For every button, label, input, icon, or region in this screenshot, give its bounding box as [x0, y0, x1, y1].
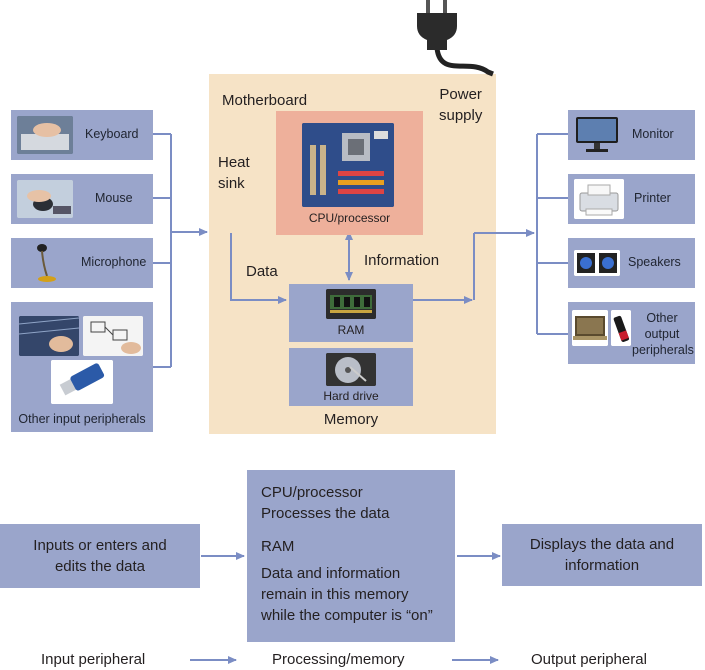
microphone-icon: [33, 242, 57, 284]
usb-drive-icon: [51, 360, 113, 404]
monitor-box: Monitor: [568, 110, 695, 160]
input-flow-box: Inputs or enters and edits the data: [0, 524, 200, 588]
printer-icon: [574, 179, 624, 219]
ram-label: RAM: [337, 323, 365, 337]
processing-cpu-title: CPU/processor: [261, 484, 363, 501]
flash-drive-icon: [611, 310, 631, 346]
keyboard-box: Keyboard: [11, 110, 153, 160]
cpu-box: CPU/processor: [276, 111, 423, 235]
other-output-label: Other output peripherals: [632, 311, 694, 357]
sketch-icon: [83, 316, 143, 356]
legend-output: Output peripheral: [531, 651, 647, 668]
hard-drive-box: Hard drive: [289, 348, 413, 406]
mouse-label: Mouse: [95, 191, 133, 205]
ram-chip-icon: [326, 289, 376, 319]
heat-sink-label: Heat sink: [218, 154, 250, 192]
keyboard-icon: [17, 116, 73, 154]
legend-input: Input peripheral: [41, 651, 146, 668]
data-label: Data: [246, 263, 278, 280]
microphone-box: Microphone: [11, 238, 153, 288]
other-input-label: Other input peripherals: [18, 412, 146, 426]
ram-box: RAM: [289, 284, 413, 342]
monitor-icon: [574, 115, 620, 155]
printer-box: Printer: [568, 174, 695, 224]
laptop-icon: [572, 310, 608, 346]
printer-label: Printer: [634, 191, 671, 205]
monitor-label: Monitor: [632, 127, 674, 141]
motherboard-chip-icon: [302, 123, 394, 207]
microphone-label: Microphone: [81, 255, 147, 269]
hard-drive-label: Hard drive: [323, 389, 379, 403]
memory-label: Memory: [323, 411, 379, 428]
information-label: Information: [364, 252, 440, 269]
keyboard-label: Keyboard: [85, 127, 139, 141]
hard-drive-icon: [326, 353, 376, 386]
other-input-box: Other input peripherals: [11, 302, 153, 432]
mouse-box: Mouse: [11, 174, 153, 224]
power-plug-icon: [412, 0, 462, 54]
processing-ram-title: RAM: [261, 538, 295, 555]
output-flow-box: Displays the data and information: [502, 524, 702, 586]
cpu-label: CPU/processor: [308, 211, 391, 225]
other-output-box: Other output peripherals: [568, 302, 695, 364]
speakers-box: Speakers: [568, 238, 695, 288]
mouse-icon: [17, 180, 73, 218]
processing-flow-box: CPU/processor Processes the data RAM Dat…: [247, 470, 455, 642]
speakers-label: Speakers: [628, 255, 681, 269]
speakers-icon: [574, 250, 620, 276]
legend-processing: Processing/memory: [272, 651, 405, 668]
power-supply-label: Power supply: [439, 86, 483, 124]
motherboard-title: Motherboard: [222, 92, 308, 109]
tablet-icon: [19, 316, 79, 356]
